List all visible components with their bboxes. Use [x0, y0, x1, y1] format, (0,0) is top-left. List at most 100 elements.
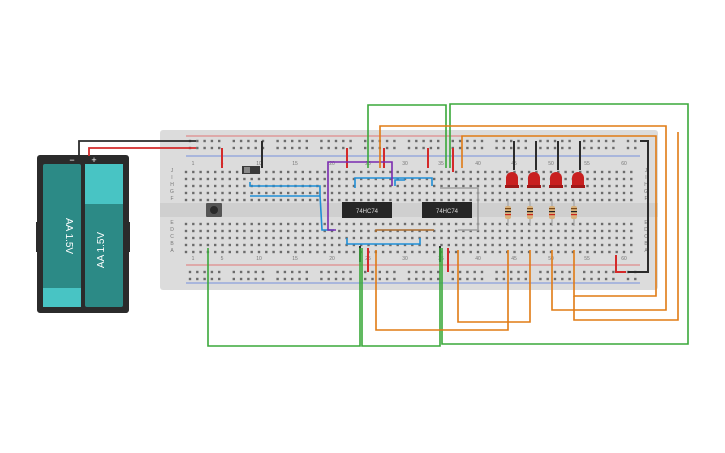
breadboard-hole[interactable]: [586, 222, 589, 226]
breadboard-hole[interactable]: [615, 250, 618, 254]
breadboard-hole[interactable]: [360, 222, 363, 226]
breadboard-hole[interactable]: [338, 250, 341, 254]
blue-wire[interactable]: [394, 179, 405, 186]
breadboard-hole[interactable]: [374, 184, 377, 188]
breadboard-hole[interactable]: [539, 277, 542, 281]
breadboard-hole[interactable]: [520, 229, 523, 233]
breadboard-hole[interactable]: [243, 236, 246, 240]
breadboard-hole[interactable]: [287, 191, 290, 195]
breadboard-hole[interactable]: [349, 146, 352, 150]
breadboard-hole[interactable]: [433, 236, 436, 240]
breadboard[interactable]: 1 5 10 15 20 25 30 35 40 45 50 55 60 1 5…: [160, 130, 658, 290]
breadboard-hole[interactable]: [184, 236, 188, 240]
breadboard-hole[interactable]: [396, 184, 399, 188]
breadboard-hole[interactable]: [447, 191, 450, 195]
breadboard-hole[interactable]: [265, 170, 268, 174]
breadboard-hole[interactable]: [243, 184, 246, 188]
breadboard-hole[interactable]: [513, 222, 516, 226]
breadboard-hole[interactable]: [491, 229, 494, 233]
breadboard-hole[interactable]: [381, 191, 385, 195]
orange-wire[interactable]: [573, 132, 679, 321]
breadboard-hole[interactable]: [498, 243, 502, 247]
breadboard-hole[interactable]: [218, 139, 221, 143]
breadboard-hole[interactable]: [272, 222, 275, 226]
breadboard-hole[interactable]: [527, 229, 531, 233]
breadboard-hole[interactable]: [403, 222, 407, 226]
breadboard-hole[interactable]: [330, 229, 334, 233]
breadboard-hole[interactable]: [542, 177, 545, 181]
breadboard-hole[interactable]: [323, 222, 326, 226]
breadboard-hole[interactable]: [498, 229, 502, 233]
breadboard-hole[interactable]: [279, 198, 283, 202]
breadboard-hole[interactable]: [425, 229, 429, 233]
breadboard-hole[interactable]: [352, 229, 356, 233]
breadboard-hole[interactable]: [283, 139, 287, 143]
breadboard-hole[interactable]: [615, 236, 618, 240]
breadboard-hole[interactable]: [305, 139, 308, 143]
breadboard-hole[interactable]: [542, 222, 545, 226]
breadboard-hole[interactable]: [188, 277, 192, 281]
breadboard-hole[interactable]: [184, 243, 188, 247]
breadboard-hole[interactable]: [192, 198, 195, 202]
breadboard-hole[interactable]: [381, 236, 385, 240]
breadboard-hole[interactable]: [235, 198, 239, 202]
breadboard-hole[interactable]: [469, 222, 472, 226]
breadboard-hole[interactable]: [458, 139, 462, 143]
breadboard-hole[interactable]: [396, 250, 399, 254]
breadboard-hole[interactable]: [349, 139, 352, 143]
breadboard-hole[interactable]: [367, 191, 370, 195]
resistor[interactable]: [505, 206, 511, 219]
breadboard-hole[interactable]: [476, 170, 480, 174]
breadboard-hole[interactable]: [279, 243, 283, 247]
breadboard-hole[interactable]: [513, 236, 516, 240]
breadboard-hole[interactable]: [535, 236, 538, 240]
breadboard-hole[interactable]: [308, 250, 312, 254]
breadboard-hole[interactable]: [527, 243, 531, 247]
breadboard-hole[interactable]: [381, 184, 385, 188]
breadboard-hole[interactable]: [316, 198, 319, 202]
breadboard-hole[interactable]: [389, 250, 392, 254]
breadboard-hole[interactable]: [371, 146, 374, 150]
breadboard-hole[interactable]: [476, 177, 480, 181]
breadboard-hole[interactable]: [367, 177, 370, 181]
breadboard-hole[interactable]: [352, 191, 356, 195]
breadboard-hole[interactable]: [393, 139, 396, 143]
breadboard-hole[interactable]: [476, 243, 480, 247]
breadboard-hole[interactable]: [454, 229, 458, 233]
breadboard-hole[interactable]: [235, 222, 239, 226]
breadboard-hole[interactable]: [221, 170, 224, 174]
breadboard-hole[interactable]: [520, 198, 523, 202]
breadboard-hole[interactable]: [549, 236, 553, 240]
breadboard-hole[interactable]: [520, 222, 523, 226]
breadboard-hole[interactable]: [393, 277, 396, 281]
breadboard-hole[interactable]: [276, 277, 279, 281]
breadboard-hole[interactable]: [579, 222, 582, 226]
breadboard-hole[interactable]: [454, 177, 458, 181]
breadboard-hole[interactable]: [308, 222, 312, 226]
breadboard-hole[interactable]: [210, 270, 214, 274]
breadboard-hole[interactable]: [298, 277, 301, 281]
breadboard-hole[interactable]: [527, 170, 531, 174]
push-button-cap[interactable]: [210, 206, 218, 214]
breadboard-hole[interactable]: [520, 170, 523, 174]
breadboard-hole[interactable]: [462, 236, 465, 240]
breadboard-hole[interactable]: [462, 198, 465, 202]
breadboard-hole[interactable]: [272, 243, 275, 247]
breadboard-hole[interactable]: [294, 250, 297, 254]
breadboard-hole[interactable]: [385, 139, 389, 143]
breadboard-hole[interactable]: [265, 177, 268, 181]
breadboard-hole[interactable]: [517, 146, 520, 150]
breadboard-hole[interactable]: [634, 139, 637, 143]
breadboard-hole[interactable]: [291, 139, 294, 143]
breadboard-hole[interactable]: [484, 222, 487, 226]
breadboard-hole[interactable]: [381, 243, 385, 247]
breadboard-hole[interactable]: [393, 146, 396, 150]
breadboard-hole[interactable]: [597, 146, 600, 150]
blue-wire[interactable]: [249, 182, 334, 231]
breadboard-hole[interactable]: [546, 270, 549, 274]
breadboard-hole[interactable]: [527, 191, 531, 195]
breadboard-hole[interactable]: [305, 146, 308, 150]
breadboard-hole[interactable]: [480, 139, 484, 143]
breadboard-hole[interactable]: [272, 170, 275, 174]
breadboard-hole[interactable]: [294, 222, 297, 226]
